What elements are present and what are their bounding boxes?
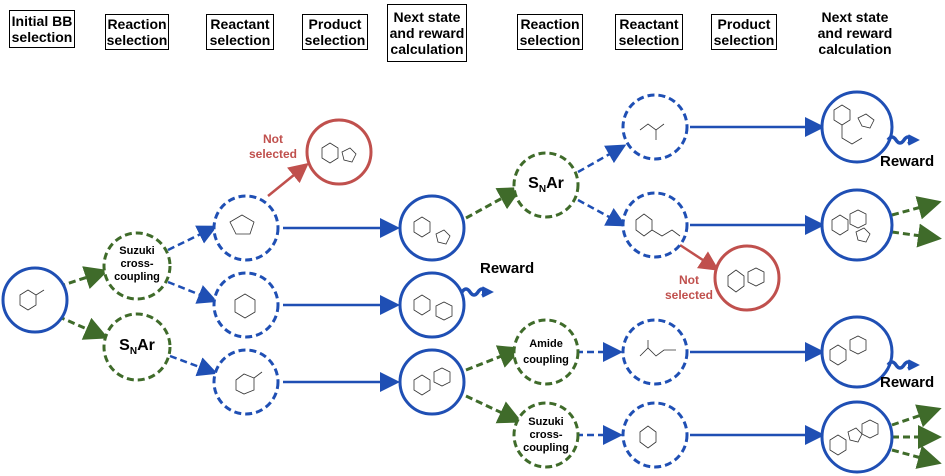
reward-label-2: Reward <box>880 153 935 170</box>
node-snar-reaction <box>102 312 172 382</box>
arrow-snar-to-reactant-c <box>169 354 218 377</box>
header-initial-bb: Initial BB selection <box>9 10 75 48</box>
header-reaction-selection-2: Reaction selection <box>517 14 583 50</box>
snar-ar: Ar <box>137 337 155 354</box>
arrow-snar2-to-reactant-e <box>577 198 627 227</box>
node-not-selected-1 <box>305 118 373 186</box>
arrow-product-e-out-2 <box>891 223 942 248</box>
node-amide-reaction <box>512 318 580 386</box>
amide-reaction-label: Amide coupling <box>523 338 569 366</box>
reward-label-3: Reward <box>880 374 935 391</box>
not-selected-label-2: Not selected <box>664 273 714 302</box>
arrow-reactant-e-to-not-selected <box>679 243 720 271</box>
header-product-selection-1: Product selection <box>302 14 368 50</box>
snar2-n: N <box>538 184 547 196</box>
reward-squiggle-2 <box>886 134 920 146</box>
node-snar2-reaction <box>512 151 580 219</box>
snar2-s: S <box>528 175 539 192</box>
node-reactant-d <box>621 93 689 161</box>
node-reactant-a <box>212 194 280 262</box>
arrow-suzuki-to-reactant-a <box>167 225 218 252</box>
arrow-product-g-out-3 <box>891 445 942 469</box>
node-product-a <box>398 194 466 262</box>
arrow-product-g-out-1 <box>891 404 942 428</box>
suzuki2-reaction-label: Suzuki cross-coupling <box>523 416 569 454</box>
node-product-g <box>820 400 894 474</box>
node-product-d <box>820 90 894 164</box>
node-reactant-b <box>212 271 280 339</box>
node-initial-bb <box>1 266 69 334</box>
header-reactant-selection-1: Reactant selection <box>206 14 274 50</box>
not-selected-label-1: Not selected <box>248 132 298 161</box>
suzuki-reaction-label: Suzuki cross-coupling <box>114 245 160 283</box>
snar2-ar: Ar <box>546 175 564 192</box>
arrow-snar2-to-reactant-d <box>577 144 627 174</box>
arrow-suzuki-to-reactant-b <box>167 280 218 304</box>
arrow-reactant-a-to-not-selected <box>267 162 309 197</box>
snar-s: S <box>119 337 130 354</box>
node-suzuki-reaction <box>102 231 172 301</box>
reward-squiggle-1 <box>460 286 494 298</box>
node-suzuki2-reaction <box>512 401 580 469</box>
node-reactant-c <box>212 348 280 416</box>
header-product-selection-2: Product selection <box>711 14 777 50</box>
node-product-b <box>398 271 466 339</box>
node-product-e <box>820 188 894 262</box>
header-reaction-selection-1: Reaction selection <box>105 14 169 50</box>
arrow-initial-to-suzuki <box>47 266 109 292</box>
molecule-sketches <box>19 104 879 456</box>
arrow-product-a-to-snar2 <box>465 187 523 220</box>
node-not-selected-2 <box>713 244 781 312</box>
snar-n: N <box>129 346 138 358</box>
node-product-f <box>820 315 894 389</box>
node-reactant-e <box>621 191 689 259</box>
node-reactant-g <box>621 401 689 469</box>
snar2-reaction-label: SNAr <box>522 175 570 195</box>
arrow-product-c-to-amide <box>465 345 523 372</box>
reward-squiggle-3 <box>886 359 920 371</box>
node-reactant-f <box>621 318 689 386</box>
arrow-product-e-out-1 <box>891 196 942 220</box>
node-product-c <box>398 348 466 416</box>
snar-reaction-label: SNAr <box>113 337 161 357</box>
arrow-initial-to-snar <box>47 310 109 340</box>
header-reactant-selection-2: Reactant selection <box>615 14 683 50</box>
arrow-product-c-to-suzuki2 <box>465 394 523 424</box>
reward-label-1: Reward <box>480 260 535 277</box>
header-next-state-1: Next state and reward calculation <box>387 4 467 62</box>
header-next-state-2: Next state and reward calculation <box>812 4 898 62</box>
